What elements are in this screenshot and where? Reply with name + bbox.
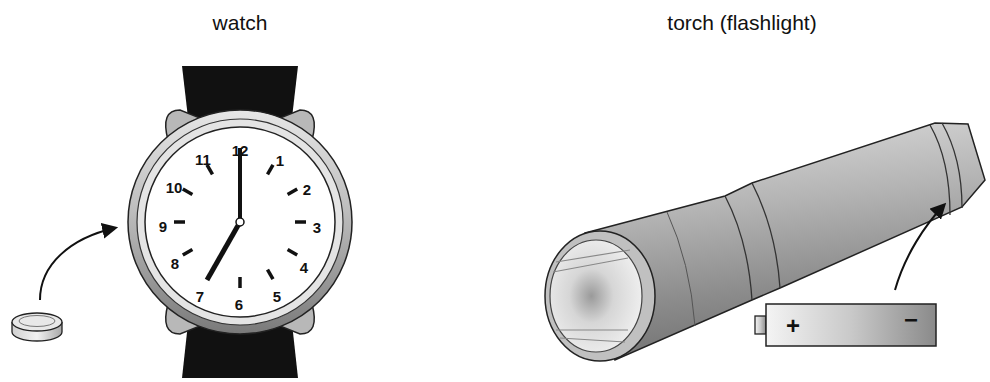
- device-name: watch: [213, 12, 268, 33]
- coin-battery-ring: [19, 316, 55, 327]
- battery-terminal: [755, 316, 766, 334]
- insert-arrow: [895, 205, 944, 290]
- clock-number: 3: [313, 220, 321, 235]
- minute-hand: [238, 148, 242, 222]
- hour-tick: [238, 277, 242, 288]
- hour-tick: [183, 189, 193, 195]
- clock-number: 7: [196, 289, 204, 304]
- coin-battery-top: [12, 313, 62, 331]
- clock-number: 1: [276, 153, 284, 168]
- torch-band: [667, 212, 695, 326]
- watch-face: [145, 127, 335, 317]
- hour-tick: [268, 165, 274, 175]
- clock-number: 10: [166, 180, 183, 195]
- torch-lens: [550, 240, 642, 352]
- clock-number: 6: [235, 297, 243, 312]
- clock-number: 9: [159, 219, 167, 234]
- insert-arrow: [40, 228, 115, 300]
- clock-number: 2: [303, 182, 311, 197]
- clock-number: 8: [171, 256, 179, 271]
- watch-bezel: [137, 119, 343, 325]
- clock-number: 4: [300, 260, 308, 275]
- hand-pivot: [236, 218, 244, 226]
- clock-number: 12: [232, 143, 249, 158]
- hour-tick: [288, 250, 298, 256]
- clock-number: 5: [273, 289, 281, 304]
- aa-battery: [766, 304, 936, 346]
- torch-band: [725, 196, 752, 300]
- hour-hand: [207, 222, 240, 280]
- hour-tick: [268, 270, 274, 280]
- polarity-sign: −: [904, 308, 918, 332]
- polarity-sign: +: [786, 314, 800, 338]
- hour-tick: [183, 250, 193, 256]
- device-name: torch (flashlight): [667, 12, 816, 33]
- watch-case: [128, 110, 352, 334]
- torch-band: [752, 183, 780, 288]
- clock-number: 11: [195, 152, 211, 167]
- hour-tick: [288, 189, 298, 195]
- lens-reflection: [553, 250, 630, 342]
- torch-band: [930, 125, 950, 215]
- torch-rim: [545, 231, 655, 361]
- torch-band: [942, 123, 962, 208]
- hour-tick: [174, 220, 185, 224]
- hour-tick: [295, 220, 306, 224]
